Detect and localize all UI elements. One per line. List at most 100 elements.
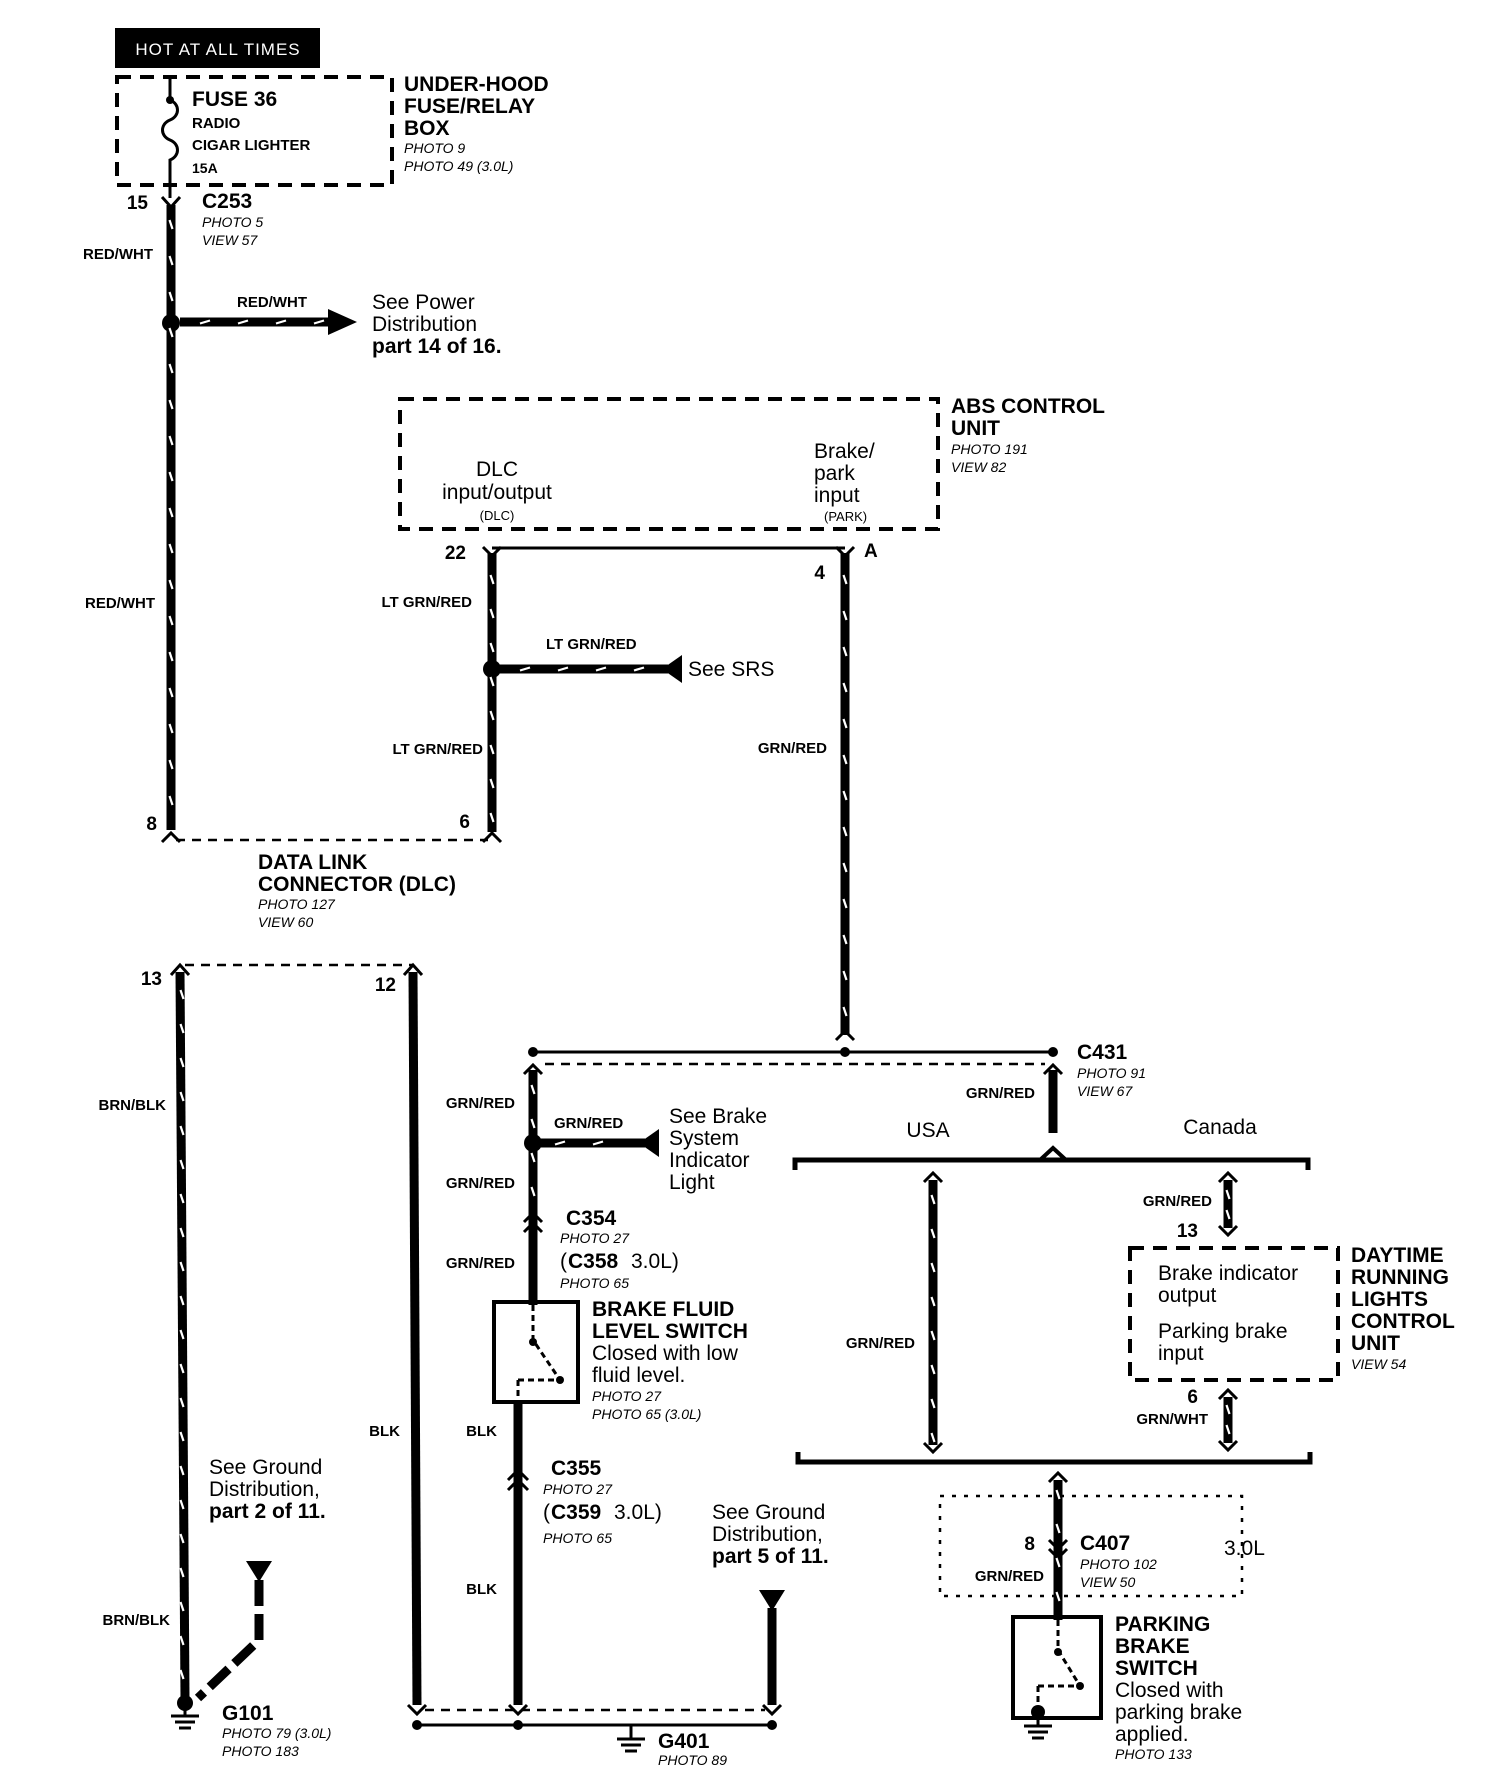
wire-stripe-mark <box>179 1533 185 1544</box>
g401-photo: PHOTO 89 <box>658 1752 727 1768</box>
brake-fluid-switch-node-2 <box>556 1376 564 1384</box>
fluid-switch-desc-2: fluid level. <box>592 1364 685 1387</box>
drl-pin-6: 6 <box>1187 1387 1198 1408</box>
wire-stripe-mark <box>842 646 848 657</box>
usa-leg-bottom-mark <box>922 1441 944 1455</box>
abs-brake-code: (PARK) <box>824 509 867 524</box>
dlc-pin-6: 6 <box>459 812 470 833</box>
abs-pin-4: 4 <box>814 563 825 584</box>
c431-top-mark <box>834 1028 856 1042</box>
abs-brake-label-2: park <box>814 462 855 485</box>
g401-name: G401 <box>658 1730 710 1753</box>
wire-stripe-mark <box>1225 1189 1231 1200</box>
wire-stripe-mark <box>554 1140 566 1146</box>
abs-brake-label-3: input <box>814 484 860 507</box>
wire-stripe-mark <box>1055 1557 1061 1568</box>
c431-bus-dot-left <box>528 1047 538 1057</box>
brake-fluid-switch-node <box>529 1338 537 1346</box>
wire-label-lt-grn-red-lower: LT GRN/RED <box>392 741 483 758</box>
drl-input-2: input <box>1158 1342 1204 1365</box>
parking-brake-switch <box>1011 1615 1103 1720</box>
wire-stripe-mark <box>168 795 174 806</box>
drl-view: VIEW 54 <box>1351 1356 1406 1372</box>
c431-pin-left-mark <box>522 1062 544 1076</box>
c407-name: C407 <box>1080 1532 1130 1555</box>
c355-alt-engine: 3.0L) <box>614 1501 662 1524</box>
parking-brake-ground-icon <box>1024 1712 1052 1740</box>
wire-stripe-mark <box>168 291 174 302</box>
wire-stripe-mark <box>930 1296 936 1307</box>
wire-stripe-mark <box>489 778 495 789</box>
dlc-photo: PHOTO 127 <box>258 896 336 912</box>
c431-view: VIEW 67 <box>1077 1083 1133 1099</box>
brake-indicator-ref-4: Light <box>669 1171 715 1194</box>
wire-stripe-mark <box>930 1330 936 1341</box>
c354-name: C354 <box>566 1207 617 1230</box>
region-usa: USA <box>906 1119 949 1142</box>
wire-stripe-mark <box>930 1432 936 1443</box>
c431-bus-dot-mid <box>840 1047 850 1057</box>
fuse-box-name-3: BOX <box>404 117 450 140</box>
ground-ref-2-line-3: part 2 of 11. <box>209 1500 326 1523</box>
wire-stripe-mark <box>179 1635 185 1646</box>
dlc-pin-8: 8 <box>146 814 157 835</box>
wire-label-grn-red-brake-branch: GRN/RED <box>554 1115 623 1132</box>
drl-name-1: DAYTIME <box>1351 1244 1444 1267</box>
wire-label-brn-blk-lower: BRN/BLK <box>103 1612 171 1629</box>
fuse-number: FUSE 36 <box>192 88 277 111</box>
g401-pin-marks <box>406 1703 783 1717</box>
wire-stripe-mark <box>595 666 607 672</box>
c355-connector-mark <box>506 1467 530 1492</box>
abs-name-1: ABS CONTROL <box>951 395 1105 418</box>
brake-indicator-ref-3: Indicator <box>669 1149 750 1172</box>
wire-stripe-mark <box>489 676 495 687</box>
ground-ref-2-arrow <box>246 1561 272 1582</box>
fuse-circuit-cigar-lighter: CIGAR LIGHTER <box>192 137 310 154</box>
g401-bus-dot-1 <box>412 1720 422 1730</box>
wire-stripe-mark <box>930 1228 936 1239</box>
wire-stripe-mark <box>179 1601 185 1612</box>
ground-ref-2-line-2: Distribution, <box>209 1478 320 1501</box>
dlc-name-1: DATA LINK <box>258 851 367 874</box>
abs-dlc-label-1: DLC <box>476 458 518 481</box>
power-ref-line-2: Distribution <box>372 313 477 336</box>
abs-name-2: UNIT <box>951 417 1000 440</box>
g101-terminal <box>177 1695 193 1711</box>
wire-stripe-mark <box>592 1140 604 1146</box>
wire-label-grn-red-abs: GRN/RED <box>758 740 827 757</box>
park-switch-photo: PHOTO 133 <box>1115 1746 1192 1762</box>
fluid-switch-desc-1: Closed with low <box>592 1342 739 1365</box>
c354-alt-photo: PHOTO 65 <box>560 1275 629 1291</box>
wire-stripe-mark <box>930 1364 936 1375</box>
c354-connector-mark <box>522 1210 544 1234</box>
wire-stripe-mark <box>842 970 848 981</box>
brake-fluid-switch-contact <box>516 1305 562 1400</box>
splice-red-wht <box>162 314 180 332</box>
parking-brake-switch-node <box>1054 1648 1062 1656</box>
wire-stripe-mark <box>530 1186 536 1197</box>
region-canada: Canada <box>1183 1116 1257 1139</box>
brake-indicator-ref-2: System <box>669 1127 739 1150</box>
abs-dlc-label-2: input/output <box>442 481 552 504</box>
wire-stripe-mark <box>168 579 174 590</box>
fuse-box-photo-1: PHOTO 9 <box>404 140 465 156</box>
wire-label-red-wht-upper: RED/WHT <box>83 246 153 263</box>
wire-stripe-mark <box>842 898 848 909</box>
c431-pin-right-mark <box>1042 1062 1064 1076</box>
grn-wht-bottom-mark <box>1217 1439 1239 1453</box>
brake-fluid-level-switch <box>492 1300 580 1404</box>
c407-engine: 3.0L <box>1224 1537 1265 1560</box>
dlc-pin-12-mark <box>402 962 424 977</box>
wire-stripe-mark <box>168 255 174 266</box>
abs-brake-label-1: Brake/ <box>814 440 875 463</box>
drl-name-5: UNIT <box>1351 1332 1400 1355</box>
park-switch-desc-2: parking brake <box>1115 1701 1242 1724</box>
wire-stripe-marks <box>168 219 1231 1680</box>
wire-stripe-mark <box>179 1465 185 1476</box>
drl-name-3: LIGHTS <box>1351 1288 1428 1311</box>
fluid-switch-name-2: LEVEL SWITCH <box>592 1320 748 1343</box>
wire-stripe-mark <box>179 1193 185 1204</box>
fuse-box-photo-2: PHOTO 49 (3.0L) <box>404 158 513 174</box>
wire-stripe-mark <box>930 1194 936 1205</box>
wire-stripe-mark <box>842 754 848 765</box>
